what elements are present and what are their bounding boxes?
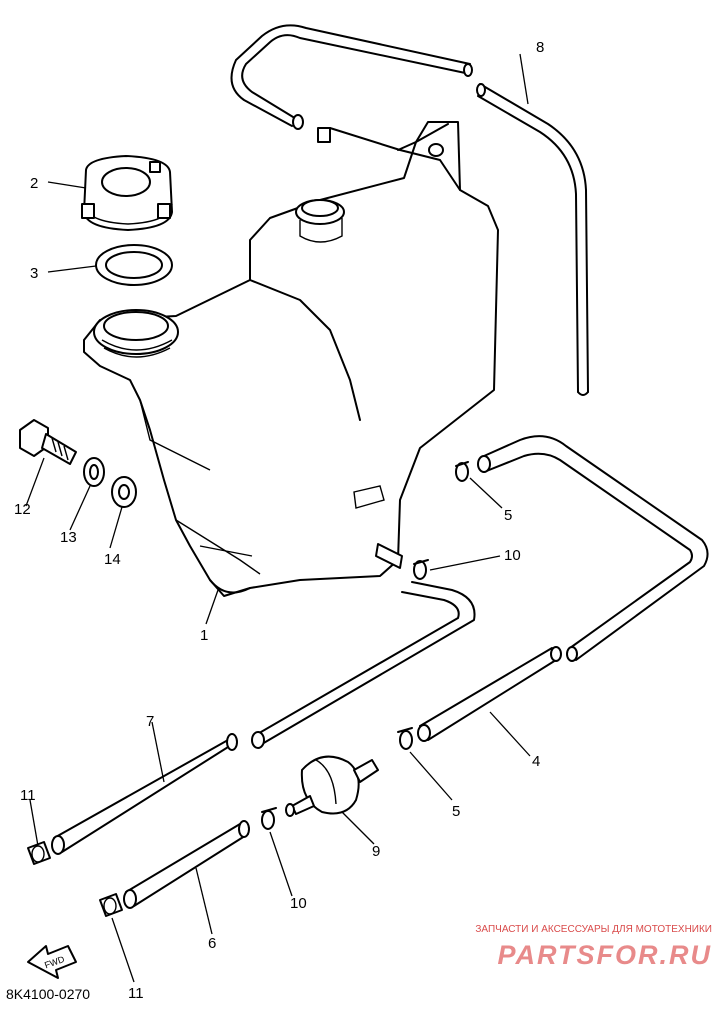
hose-clamp-5a[interactable] [455,461,469,482]
callout-6: 6 [208,935,216,952]
callout-11-lower: 11 [128,985,144,1002]
watermark-brand: PARTSFOR.RU [497,940,712,970]
hose-clamp-11a[interactable] [27,841,51,865]
callout-13: 13 [60,529,77,546]
callout-4: 4 [532,753,540,770]
hose-clamp-10b[interactable] [261,807,277,830]
forward-arrow: FWD [27,945,77,979]
hose-7[interactable] [51,581,476,855]
washer-14[interactable] [111,476,137,508]
callout-3: 3 [30,265,38,282]
tank-cap-2[interactable] [81,155,173,231]
callout-2: 2 [30,175,38,192]
callout-7: 7 [146,713,154,730]
callout-10-upper: 10 [504,547,521,564]
hose-4[interactable] [417,435,709,742]
hose-clamp-10a[interactable] [413,559,429,580]
diagram-code: 8K4100-0270 [6,986,91,1002]
callout-12: 12 [14,501,31,518]
callout-9: 9 [372,843,380,860]
hose-6[interactable] [123,820,250,909]
callout-11-upper: 11 [20,787,36,804]
callout-5-lower: 5 [452,803,460,820]
callout-8: 8 [536,39,544,56]
watermark-tagline: ЗАПЧАСТИ И АКСЕССУАРЫ ДЛЯ МОТОТЕХНИКИ [475,924,712,935]
callout-1: 1 [200,627,208,644]
washer-13[interactable] [83,457,105,487]
check-valve-9[interactable] [285,755,379,817]
callout-5-upper: 5 [504,507,512,524]
hose-8[interactable] [230,24,589,396]
hose-clamp-5b[interactable] [397,727,413,750]
hose-clamp-11b[interactable] [99,893,123,917]
leader-lines [25,53,531,983]
bolt-12[interactable] [19,419,77,465]
callout-10-lower: 10 [290,895,307,912]
callout-14: 14 [104,551,121,568]
gasket-3[interactable] [95,244,173,286]
reservoir-tank-1[interactable] [83,121,499,597]
